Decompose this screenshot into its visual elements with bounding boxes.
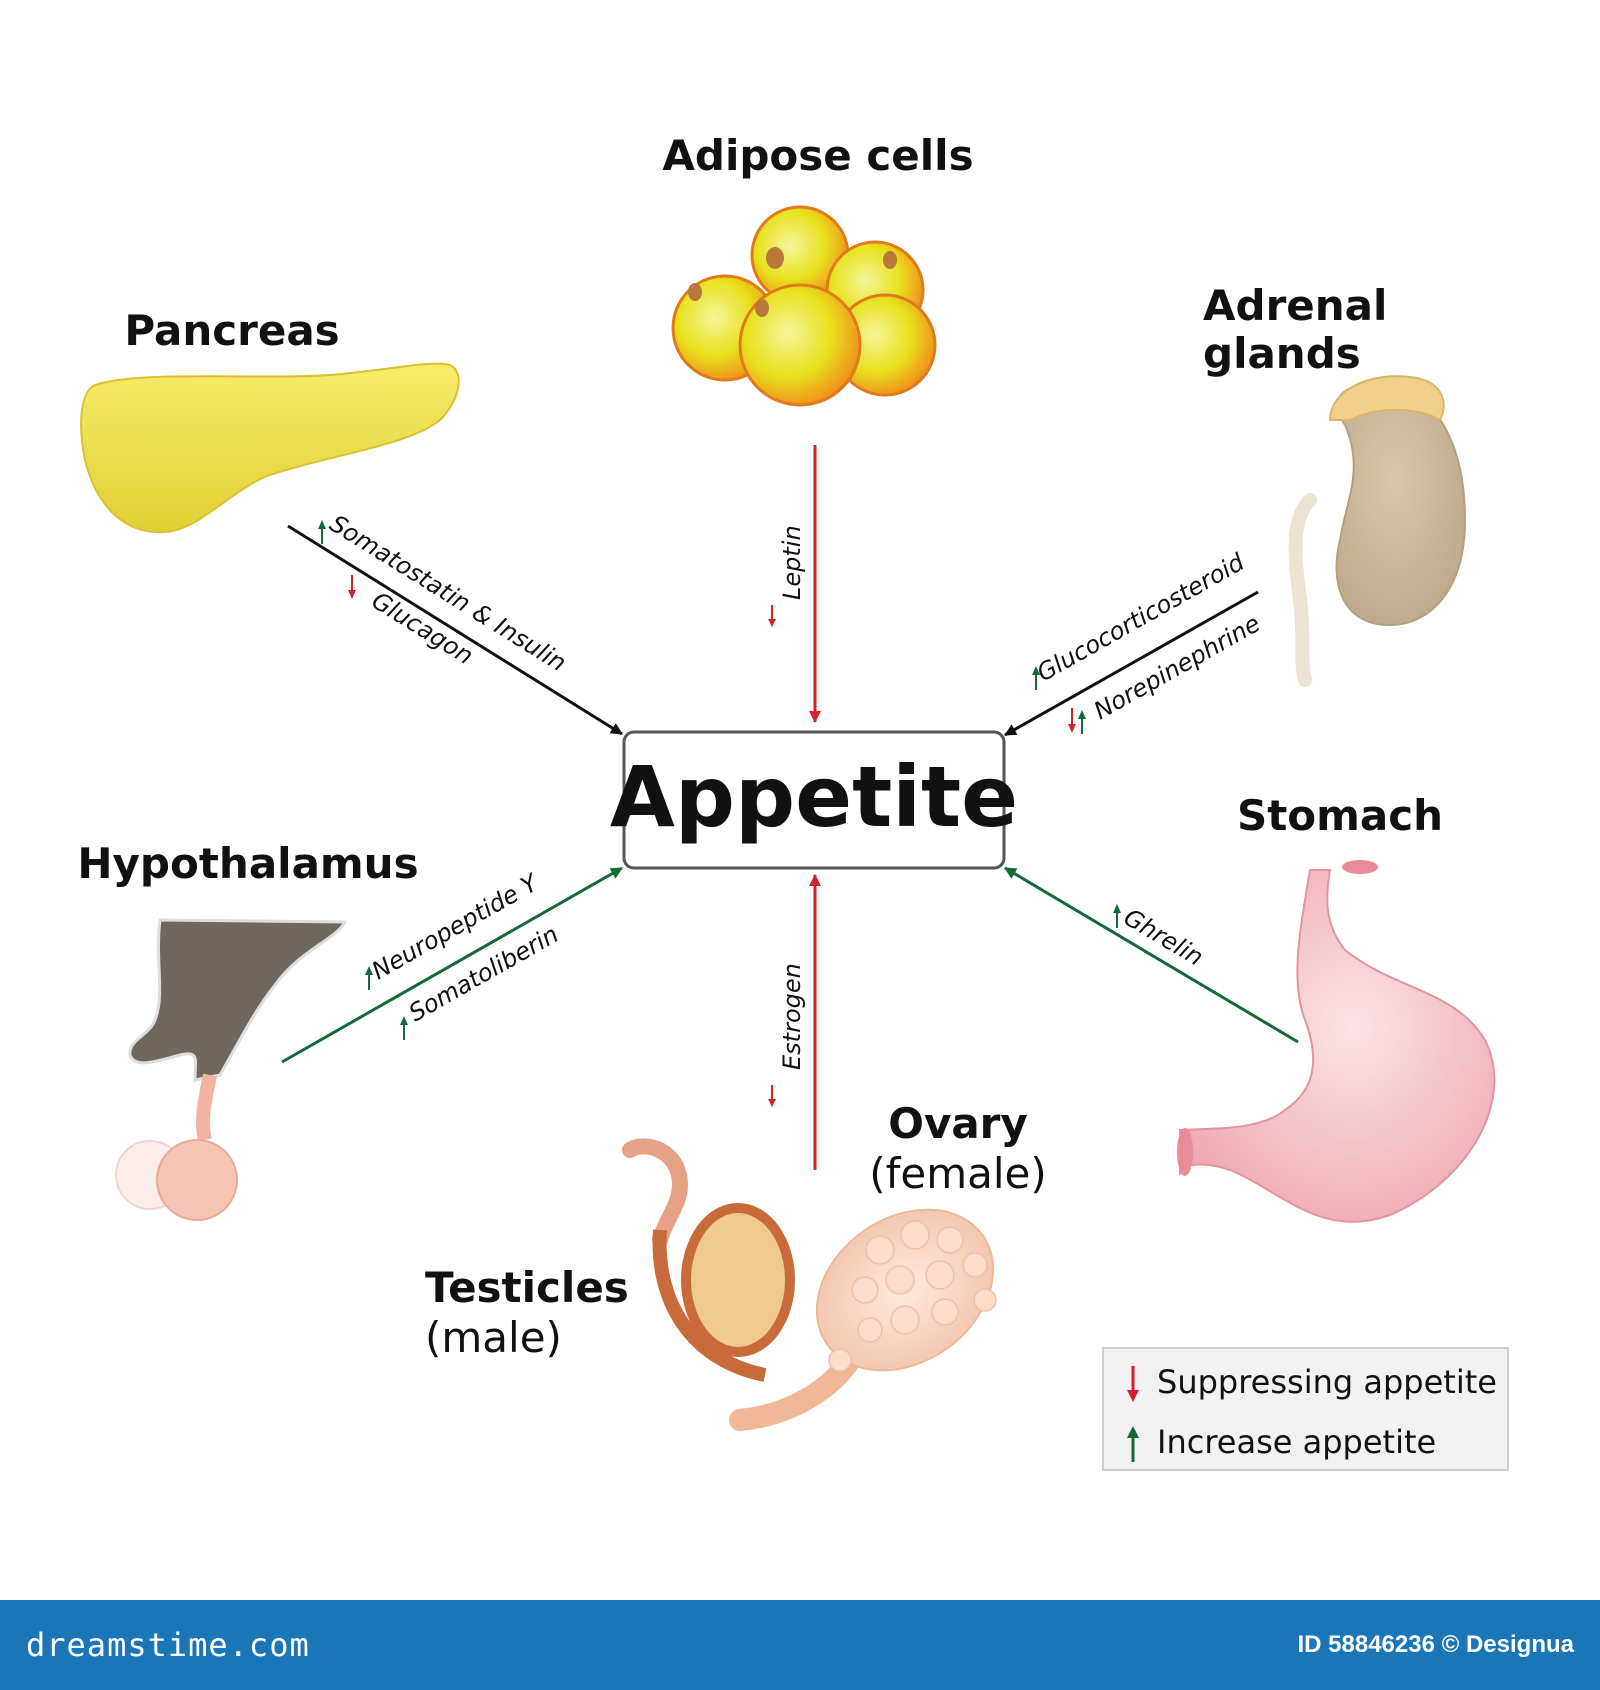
hypothalamus-arrow <box>281 866 623 1064</box>
legend-suppress-label: Suppressing appetite <box>1157 1363 1497 1401</box>
pancreas-illustration <box>80 362 460 534</box>
adrenal-kidney-illustration <box>1288 375 1467 687</box>
legend-up-arrow-icon <box>1127 1426 1139 1462</box>
glucagon-down-icon <box>348 575 356 599</box>
adrenal-title-line2: glands <box>1203 329 1361 378</box>
hypothalamus-title: Hypothalamus <box>77 839 418 888</box>
appetite-box: Appetite <box>610 730 1018 870</box>
glucocorticosteroid-up-icon <box>1032 666 1040 690</box>
ovary-title: Ovary <box>888 1099 1028 1148</box>
testicles-illustration <box>622 1138 795 1382</box>
pancreas-title: Pancreas <box>124 306 339 355</box>
appetite-label: Appetite <box>610 748 1018 846</box>
legend-down-arrow-icon <box>1127 1366 1139 1402</box>
hypothalamus-illustration <box>115 918 348 1221</box>
norepinephrine-down-icon <box>1068 708 1076 733</box>
ovary-illustration <box>729 1208 997 1431</box>
testicles-subtitle: (male) <box>425 1313 562 1362</box>
legend: Suppressing appetite Increase appetite <box>1102 1347 1509 1471</box>
adipose-cells-illustration <box>671 205 937 407</box>
ovary-subtitle: (female) <box>869 1149 1047 1198</box>
somatostatin-up-icon <box>318 520 326 544</box>
norepinephrine-up-icon <box>1078 710 1086 734</box>
ghrelin-up-icon <box>1113 904 1121 928</box>
footer-bar: dreamstime.com ID 58846236 © Designua <box>0 1600 1600 1690</box>
legend-increase-label: Increase appetite <box>1157 1423 1436 1461</box>
leptin-label: Leptin <box>778 525 806 600</box>
leptin-down-icon <box>768 605 776 627</box>
pancreas-arrow <box>287 524 623 736</box>
footer-brand[interactable]: dreamstime.com <box>26 1626 310 1664</box>
estrogen-label: Estrogen <box>778 963 806 1070</box>
adrenal-title-line1: Adrenal <box>1203 281 1387 330</box>
estrogen-down-icon <box>768 1085 776 1107</box>
neuropeptide-up-icon <box>365 966 373 990</box>
stomach-arrow <box>1004 866 1299 1044</box>
adipose-title: Adipose cells <box>662 131 973 180</box>
footer-image-id: ID 58846236 © Designua <box>1297 1631 1575 1658</box>
somatoliberin-up-icon <box>400 1016 408 1040</box>
stomach-illustration <box>1177 860 1496 1223</box>
stomach-title: Stomach <box>1237 791 1443 840</box>
adrenal-arrow <box>1004 590 1259 737</box>
testicles-title: Testicles <box>425 1263 629 1312</box>
arrows-layer <box>281 445 1299 1170</box>
glucocorticosteroid-label: Glucocorticosteroid <box>1032 548 1249 688</box>
